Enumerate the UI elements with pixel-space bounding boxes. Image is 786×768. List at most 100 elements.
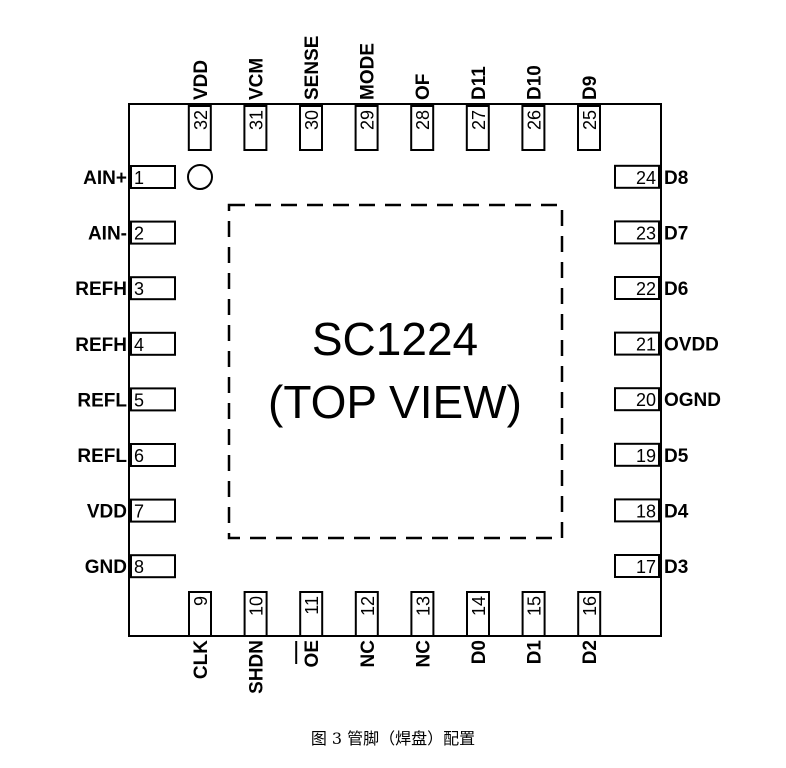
pin-pad-5 <box>130 387 176 412</box>
pin-name-30: SENSE <box>302 36 323 100</box>
pin-pad-17 <box>614 554 660 578</box>
pin-number-26: 26 <box>524 110 544 130</box>
pin-number-9: 9 <box>191 596 211 606</box>
pin-pad-14 <box>466 591 490 637</box>
pin-number-11: 11 <box>302 596 322 615</box>
pin-pad-13 <box>410 591 435 637</box>
pin-number-5: 5 <box>134 390 144 410</box>
pin-number-2: 2 <box>134 224 144 244</box>
pin-number-3: 3 <box>134 279 144 299</box>
pin-name-28: OF <box>413 74 434 100</box>
pin-pad-22 <box>614 276 660 300</box>
pin-pad-16 <box>577 591 602 637</box>
pin-pad-23 <box>614 220 660 245</box>
pin-number-22: 22 <box>636 279 656 299</box>
pin-number-21: 21 <box>636 335 656 355</box>
pin-name-14: D0 <box>469 640 490 664</box>
pin1-marker-icon <box>187 164 213 190</box>
pin-pad-18 <box>614 498 660 523</box>
pin-number-19: 19 <box>636 446 656 466</box>
chip-name: SC1224 <box>312 313 478 365</box>
pin-pad-32 <box>187 105 212 151</box>
pin-pad-24 <box>614 164 660 189</box>
pin-pad-25 <box>577 105 601 151</box>
pin-pad-27 <box>465 105 490 151</box>
pin-pad-28 <box>410 105 435 151</box>
pin-name-10: SHDN <box>247 640 268 694</box>
pin-pad-26 <box>521 105 546 151</box>
pin-name-1: AIN+ <box>83 168 127 189</box>
pin-pad-4 <box>130 331 176 356</box>
pin-number-1: 1 <box>134 168 144 188</box>
pin-number-17: 17 <box>636 557 656 577</box>
pin-number-30: 30 <box>302 110 322 130</box>
pin-name-26: D10 <box>524 65 545 100</box>
pin-number-31: 31 <box>246 110 266 130</box>
pin-pad-9 <box>188 591 212 637</box>
pin-name-11: OE <box>302 640 323 667</box>
pin-number-16: 16 <box>580 596 600 616</box>
pin-name-3: REFH <box>75 279 127 300</box>
pin-pad-2 <box>130 220 176 245</box>
pin-number-15: 15 <box>525 596 545 616</box>
pin-pad-19 <box>614 442 660 467</box>
pin-name-23: D7 <box>664 223 688 244</box>
pin-name-6: REFL <box>77 446 127 467</box>
pin-pad-11 <box>299 591 324 637</box>
pin-pad-10 <box>243 591 268 637</box>
pin-name-15: D1 <box>525 640 546 665</box>
pin-number-29: 29 <box>358 110 378 130</box>
pin-name-29: MODE <box>358 43 379 100</box>
pin-number-18: 18 <box>636 501 656 521</box>
pin-pad-12 <box>354 591 379 637</box>
pin-pad-7 <box>130 498 176 523</box>
pin-pad-30 <box>299 105 323 151</box>
pin-name-16: D2 <box>580 640 601 664</box>
pin-pad-3 <box>130 276 176 301</box>
package-outline <box>128 103 662 637</box>
pin-name-4: REFH <box>75 335 127 356</box>
pin-pad-31 <box>243 105 268 151</box>
exposed-pad-outline <box>227 203 564 540</box>
pin-number-32: 32 <box>191 110 211 130</box>
pin-name-5: REFL <box>77 390 127 411</box>
pin-name-19: D5 <box>664 446 689 467</box>
pin-number-12: 12 <box>358 596 378 616</box>
pin-name-25: D9 <box>580 76 601 100</box>
pin-name-32: VDD <box>191 60 212 100</box>
pin-pad-21 <box>614 331 660 356</box>
pin-number-10: 10 <box>247 596 267 616</box>
pin-name-17: D3 <box>664 557 688 578</box>
pin-number-7: 7 <box>134 502 144 522</box>
pin-name-9: CLK <box>191 640 212 679</box>
pin-pad-20 <box>614 387 660 412</box>
pin-pad-29 <box>354 105 379 151</box>
pin-number-23: 23 <box>636 223 656 243</box>
pin-number-14: 14 <box>469 596 489 616</box>
pin-name-2: AIN- <box>88 224 127 245</box>
pin-pad-8 <box>130 554 176 579</box>
pin-name-18: D4 <box>664 501 689 522</box>
pin-name-22: D6 <box>664 279 688 300</box>
pin-number-8: 8 <box>134 557 144 577</box>
pin-number-13: 13 <box>413 596 433 616</box>
pin-number-6: 6 <box>134 446 144 466</box>
pin-pad-1 <box>130 165 176 189</box>
pin-name-21: OVDD <box>664 335 719 356</box>
pin-name-12: NC <box>358 640 379 668</box>
pin-number-4: 4 <box>134 335 144 355</box>
pin-name-8: GND <box>85 557 127 578</box>
pin-name-27: D11 <box>469 66 490 100</box>
figure-caption: 图 3 管脚（焊盘）配置 <box>311 729 475 748</box>
pin-name-7: VDD <box>87 502 127 523</box>
pin-pad-15 <box>521 591 546 637</box>
pin-name-20: OGND <box>664 390 721 411</box>
pin-number-20: 20 <box>636 390 656 410</box>
pin-number-28: 28 <box>413 110 433 130</box>
pin-name-31: VCM <box>246 58 267 100</box>
pin-name-13: NC <box>413 640 434 668</box>
pin-name-24: D8 <box>664 168 688 189</box>
